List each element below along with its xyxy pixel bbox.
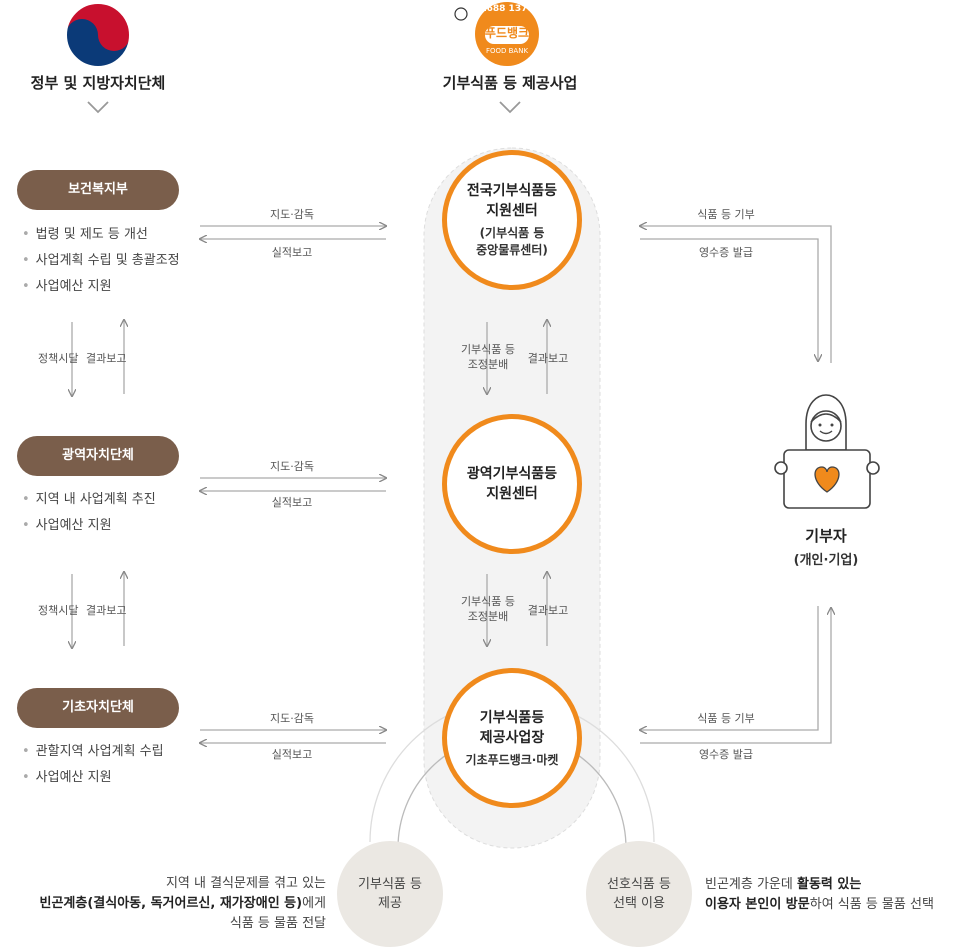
service-provide-desc: 지역 내 결식문제를 겪고 있는 빈곤계층(결식아동, 독거어르신, 재가장애인… xyxy=(0,874,327,934)
list-item: 사업계획 수립 및 총괄조정 xyxy=(22,248,180,274)
label-report-1: 실적보고 xyxy=(271,246,313,259)
arrow-donor-to-center3 xyxy=(640,606,819,730)
center-flow-up-label-2: 결과보고 xyxy=(527,604,569,617)
label-policy: 정책시달 xyxy=(38,352,79,365)
service-provide: 기부식품 등 제공 xyxy=(337,841,443,947)
gov-vertical-label-2: 정책시달 결과보고 xyxy=(38,602,126,618)
label-policy: 정책시달 xyxy=(38,604,79,617)
center-local: 기부식품등 제공사업장 기초푸드뱅크·마켓 xyxy=(442,668,582,808)
desc-line-1: 빈곤계층 가운데 활동력 있는 xyxy=(705,875,934,895)
label-distribute-2: 조정분배 xyxy=(467,358,509,371)
label-supervise-2: 지도·감독 xyxy=(270,460,314,473)
gov-emblem-icon xyxy=(65,2,131,68)
foodbank-logo-icon xyxy=(454,2,539,66)
desc-line-1: 지역 내 결식문제를 겪고 있는 xyxy=(165,876,326,891)
donor-heart-icon xyxy=(774,394,880,509)
label-result: 결과보고 xyxy=(85,604,127,617)
center-national: 전국기부식품등 지원센터 (기부식품 등 중앙물류센터) xyxy=(442,150,582,290)
list-item: 관할지역 사업계획 수립 xyxy=(22,739,164,765)
label-receipt-2: 영수증 발급 xyxy=(698,748,754,761)
foodbank-chevron-icon xyxy=(499,101,521,114)
desc-line-1-a: 빈곤계층 가운데 xyxy=(705,877,797,892)
gov-vertical-label-1: 정책시달 결과보고 xyxy=(38,350,126,366)
label-distribute-2: 조정분배 xyxy=(467,610,509,623)
donor-title: 기부자 xyxy=(805,527,847,545)
donor-sub: (개인·기업) xyxy=(793,553,859,568)
desc-line-2: 이용자 본인이 방문하여 식품 등 물품 선택 xyxy=(705,895,934,915)
list-item: 사업예산 지원 xyxy=(22,765,164,791)
desc-line-3: 식품 등 물품 전달 xyxy=(229,916,326,931)
gov-level-mohw: 보건복지부 xyxy=(17,170,179,210)
desc-line-2-bold: 이용자 본인이 방문 xyxy=(705,897,810,912)
foodbank-logo-text: 1688 1377 xyxy=(475,3,539,15)
label-report-3: 실적보고 xyxy=(271,748,313,761)
desc-line-2: 빈곤계층(결식아동, 독거어르신, 재가장애인 등)에게 xyxy=(0,894,327,914)
list-item: 사업예산 지원 xyxy=(22,274,180,300)
label-report-2: 실적보고 xyxy=(271,496,313,509)
gov-level-local-items: 관할지역 사업계획 수립 사업예산 지원 xyxy=(22,739,164,791)
label-distribute-1: 기부식품 등 xyxy=(460,343,516,356)
service-select-desc: 빈곤계층 가운데 활동력 있는 이용자 본인이 방문하여 식품 등 물품 선택 xyxy=(705,875,934,915)
gov-level-metro: 광역자치단체 xyxy=(17,436,179,476)
center-metro-title-1: 광역기부식품등 xyxy=(466,466,558,482)
center-national-sub-1: (기부식품 등 xyxy=(479,226,545,240)
label-supervise-3: 지도·감독 xyxy=(270,712,314,725)
foodbank-logo-sub: FOOD BANK xyxy=(485,47,529,55)
foodbank-logo-main: 푸드뱅크 xyxy=(484,26,530,40)
gov-level-mohw-items: 법령 및 제도 등 개선 사업계획 수립 및 총괄조정 사업예산 지원 xyxy=(22,222,180,300)
gov-title: 정부 및 지방자치단체 xyxy=(30,74,166,92)
desc-line-2-rest: 에게 xyxy=(302,896,326,911)
service-select-label-2: 선택 이용 xyxy=(613,896,665,911)
center-local-title-2: 제공사업장 xyxy=(479,729,545,746)
service-provide-label-2: 제공 xyxy=(378,896,402,911)
label-donate-2: 식품 등 기부 xyxy=(697,712,755,725)
label-supervise-1: 지도·감독 xyxy=(270,208,314,221)
center-local-title-1: 기부식품등 xyxy=(479,709,545,726)
label-donate-1: 식품 등 기부 xyxy=(697,208,755,221)
center-national-sub-2: 중앙물류센터) xyxy=(476,243,548,257)
list-item: 지역 내 사업계획 추진 xyxy=(22,487,156,513)
center-national-title-2: 지원센터 xyxy=(486,203,538,219)
arrow-center1-to-donor xyxy=(640,238,818,361)
desc-line-2-rest: 하여 식품 등 물품 선택 xyxy=(809,897,934,912)
gov-level-local: 기초자치단체 xyxy=(17,688,179,728)
center-flow-label-2: 기부식품 등 조정분배 xyxy=(448,594,528,624)
desc-line-2-bold: 빈곤계층(결식아동, 독거어르신, 재가장애인 등) xyxy=(39,896,303,911)
center-metro: 광역기부식품등 지원센터 xyxy=(442,414,582,554)
desc-line-1-bold: 활동력 있는 xyxy=(797,877,862,892)
center-local-sub: 기초푸드뱅크·마켓 xyxy=(465,752,559,767)
list-item: 사업예산 지원 xyxy=(22,513,156,539)
center-national-title-1: 전국기부식품등 xyxy=(466,183,558,199)
arrow-center3-to-donor xyxy=(640,608,831,744)
service-select: 선호식품 등 선택 이용 xyxy=(586,841,692,947)
label-receipt-1: 영수증 발급 xyxy=(698,246,754,259)
center-flow-label-1: 기부식품 등 조정분배 xyxy=(448,342,528,372)
center-metro-title-2: 지원센터 xyxy=(486,486,538,502)
foodbank-logo-phone: 1688 1377 xyxy=(480,4,534,14)
service-select-label-1: 선호식품 등 xyxy=(607,877,671,892)
gov-chevron-icon xyxy=(87,101,109,114)
label-result: 결과보고 xyxy=(85,352,127,365)
foodbank-title: 기부식품 등 제공사업 xyxy=(442,74,578,92)
center-flow-up-label-1: 결과보고 xyxy=(527,352,569,365)
label-distribute-1: 기부식품 등 xyxy=(460,595,516,608)
service-provide-label-1: 기부식품 등 xyxy=(358,877,422,892)
list-item: 법령 및 제도 등 개선 xyxy=(22,222,180,248)
gov-level-metro-items: 지역 내 사업계획 추진 사업예산 지원 xyxy=(22,487,156,539)
arrow-donor-to-center1 xyxy=(640,226,832,363)
